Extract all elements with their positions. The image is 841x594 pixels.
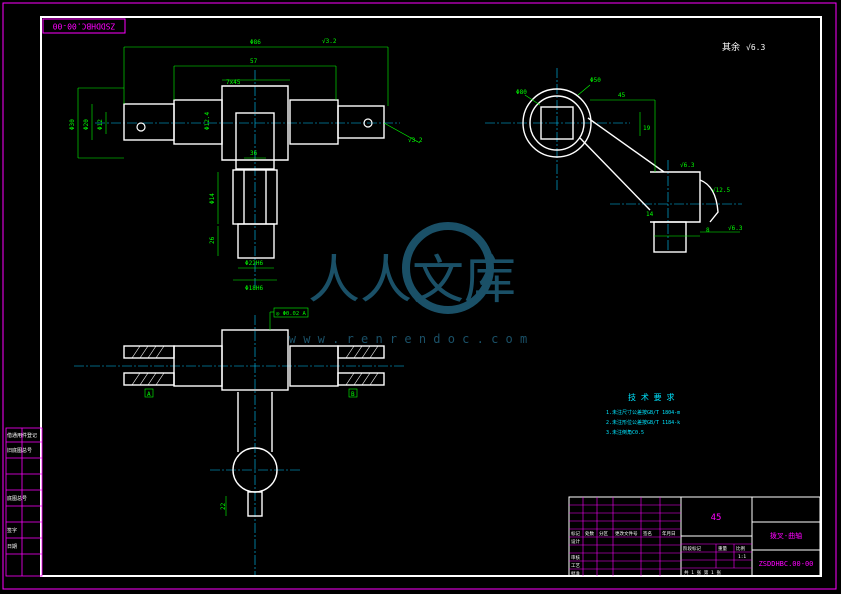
- tech-requirement-item: 3.未注倒角C0.5: [606, 429, 644, 436]
- dim-label: 57: [250, 58, 258, 65]
- dim-label: Φ50: [590, 77, 601, 84]
- top-view: ◎ Φ0.02 A A B 22: [74, 307, 405, 575]
- mark-label: 处数: [585, 530, 594, 537]
- title-block: [568, 496, 821, 577]
- sidebar-label: 签字: [7, 527, 17, 534]
- dim-label: 45: [618, 92, 626, 99]
- mark-label: 分区: [599, 530, 608, 537]
- dim-label: √12.5: [712, 187, 730, 194]
- role-label: 设计: [571, 538, 580, 545]
- roughness-rest-value: √6.3: [746, 43, 765, 52]
- scale-value: 1:1: [738, 554, 746, 560]
- section-mark-a: A: [147, 391, 151, 398]
- dim-label: Φ30: [69, 119, 76, 130]
- tech-requirements: 技 术 要 求 1.未注尺寸公差按GB/T 1804-m 2.未注形位公差按GB…: [606, 392, 680, 436]
- dim-label: Φ12.4: [204, 112, 211, 130]
- roughness-rest: 其余: [722, 41, 740, 53]
- role-label: 批准: [571, 570, 580, 577]
- gdt-frame: ◎ Φ0.02 A: [276, 311, 306, 317]
- dim-label: Φ20: [83, 119, 90, 130]
- sheet-count: 共 1 张 第 1 张: [684, 569, 721, 576]
- drawing-number: ZSDDHBC.00-00: [759, 560, 814, 568]
- dim-label: Φ86: [250, 39, 261, 46]
- material: 45: [711, 513, 722, 523]
- mark-label: 标记: [571, 530, 580, 537]
- sidebar-labels: 借通用件登记 旧底图总号 底图总号 签字 日期: [7, 432, 37, 550]
- dim-label: 36: [250, 150, 258, 157]
- drawing-frame: [40, 16, 822, 577]
- dim-label: 22: [220, 502, 227, 510]
- dim-label: Φ12: [97, 119, 104, 130]
- part-name: 拨叉-曲轴: [770, 531, 802, 540]
- dim-label: √3.2: [408, 137, 423, 144]
- sidebar-label: 底图总号: [7, 495, 27, 502]
- sidebar-table: [5, 427, 43, 577]
- watermark-url: w w w . r e n r e n d o c . c o m: [289, 332, 527, 346]
- watermark: 人人文库 w w w . r e n r e n d o c . c o m: [289, 222, 527, 346]
- mark-label: 签名: [643, 530, 652, 537]
- mark-label: 更改文件号: [615, 530, 638, 537]
- role-label: 审核: [571, 554, 580, 561]
- section-mark-b: B: [351, 391, 355, 398]
- dim-label: 19: [643, 125, 651, 132]
- dim-label: 26: [209, 236, 216, 244]
- ratio-label: 比例: [736, 545, 745, 552]
- dim-label: Φ22H6: [245, 260, 263, 267]
- weight-label: 重量: [718, 545, 727, 552]
- stage-label: 阶段标记: [683, 545, 701, 552]
- sidebar-label: 日期: [7, 544, 17, 550]
- dim-label: 8: [706, 227, 710, 234]
- code-stamp-text: ZSDDHBC.00-00: [53, 22, 116, 31]
- tech-requirement-item: 2.未注形位公差按GB/T 1184-k: [606, 419, 680, 426]
- sidebar-label: 旧底图总号: [7, 447, 32, 454]
- side-view: Φ80 Φ50 45 19 √6.3 √12.5 √6.3 8 14 其余 √6…: [485, 41, 765, 253]
- dim-label: √6.3: [728, 225, 743, 232]
- role-label: 工艺: [571, 563, 580, 569]
- watermark-text: 人人文库: [308, 251, 516, 311]
- dim-label: √6.3: [680, 162, 695, 169]
- tech-requirement-item: 1.未注尺寸公差按GB/T 1804-m: [606, 409, 680, 416]
- mark-label: 年月日: [662, 530, 676, 537]
- sidebar-label: 借通用件登记: [7, 432, 37, 439]
- title-block-marks: 标记 处数 分区 更改文件号 签名 年月日 设计 审核 工艺 批准 阶段标记 重…: [571, 530, 746, 577]
- tech-requirements-heading: 技 术 要 求: [628, 392, 674, 402]
- dim-label: 7x45: [226, 79, 241, 86]
- dim-label: Φ80: [516, 89, 527, 96]
- dim-label: 14: [646, 211, 654, 218]
- title-block-grid: [569, 497, 752, 576]
- dim-label: Φ18H6: [245, 285, 263, 292]
- front-view: Φ86 √3.2 57 7x45 Φ30 Φ20 Φ12 Φ12.4 36 Φ1…: [69, 38, 423, 292]
- dim-label: Φ14: [209, 193, 216, 204]
- dim-label: √3.2: [322, 38, 337, 45]
- code-stamp: ZSDDHBC.00-00: [42, 18, 126, 34]
